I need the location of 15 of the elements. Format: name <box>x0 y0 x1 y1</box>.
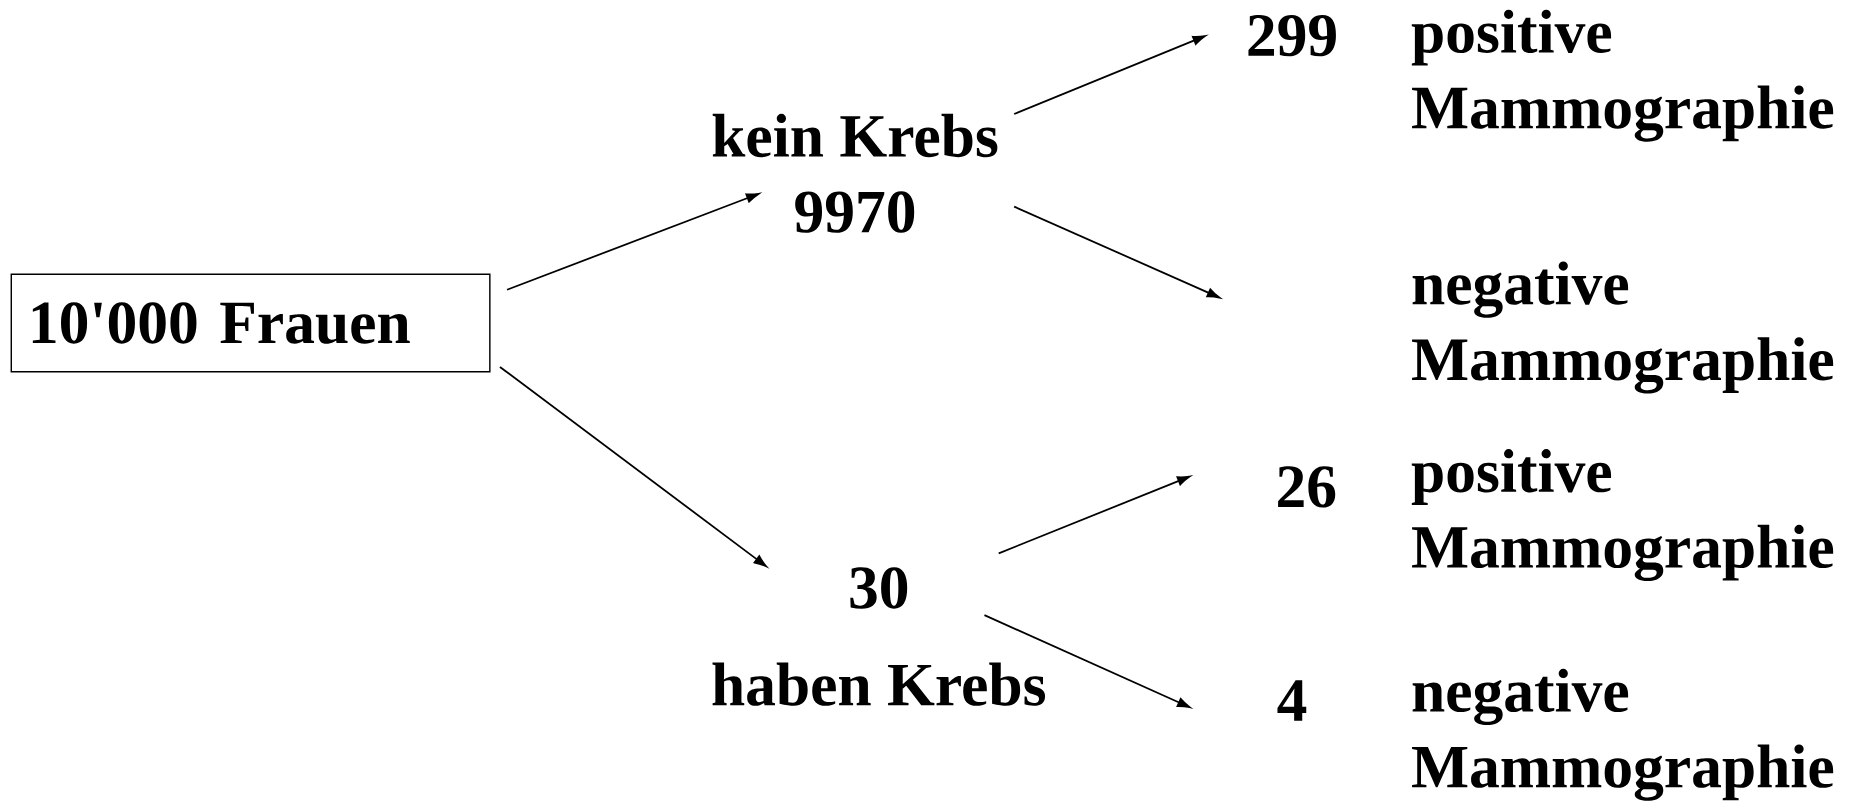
arrow <box>506 193 760 291</box>
arrow <box>983 614 1191 709</box>
arrow <box>1013 205 1221 299</box>
count-label: 4 <box>1277 680 1307 721</box>
tree-label: kein Krebs 9970 <box>712 114 998 233</box>
tree-label: 30 haben Krebs <box>712 567 1046 706</box>
outcome-label: positive Mammographie <box>1411 449 1834 582</box>
outcome-label: positive Mammographie <box>1411 9 1834 142</box>
outcome-label: negative Mammographie <box>1412 261 1834 394</box>
arrow <box>499 366 767 568</box>
count-label: 299 <box>1248 15 1336 57</box>
arrow <box>997 475 1191 555</box>
text-box: 10'000 Frauen <box>10 273 491 373</box>
count-label: 26 <box>1278 466 1336 508</box>
outcome-label: negative Mammographie <box>1412 668 1834 801</box>
